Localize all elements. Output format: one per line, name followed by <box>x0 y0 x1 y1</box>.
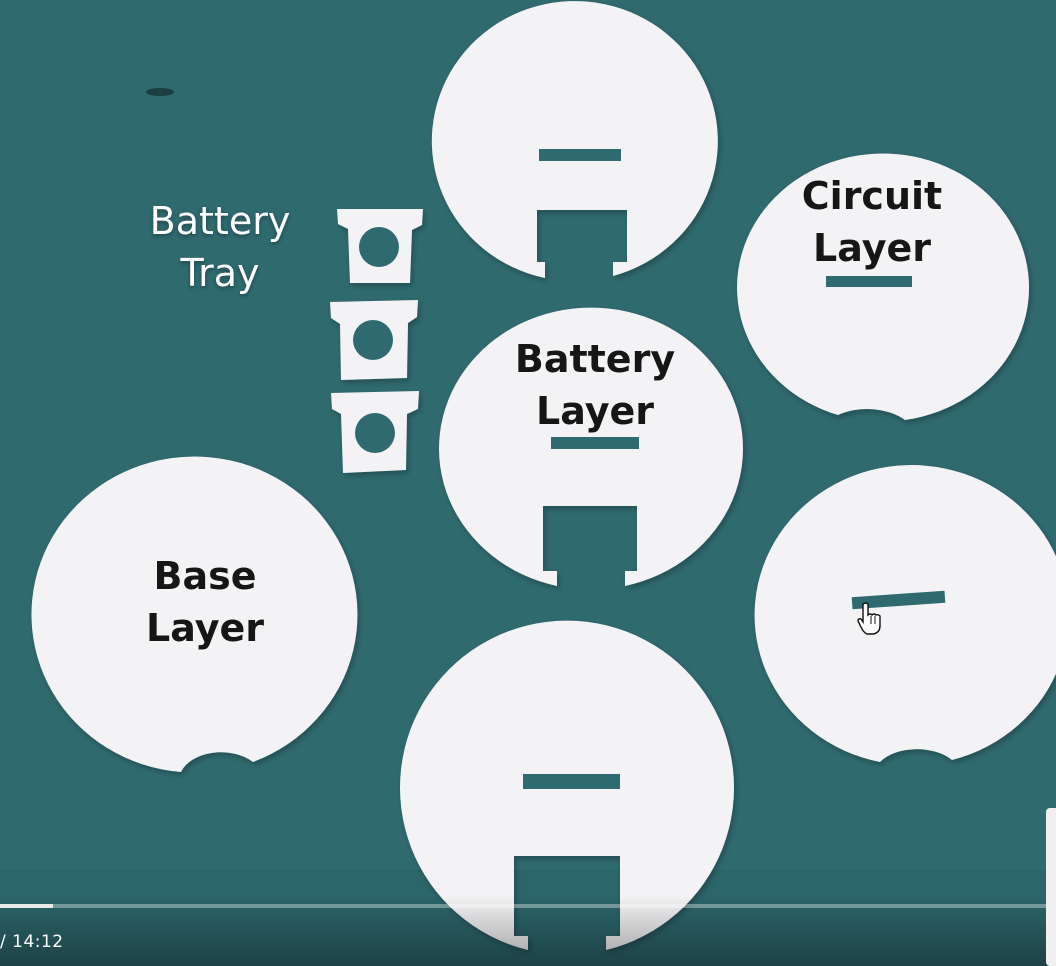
circuit-layer-label-line1: Circuit <box>801 174 943 218</box>
base-layer-label-line1: Base <box>153 554 257 598</box>
right-lower-disc <box>754 465 1056 762</box>
battery-tray-piece-1 <box>337 209 423 283</box>
circuit-layer-label-line2: Layer <box>813 226 931 270</box>
progress-bar[interactable] <box>0 904 1056 908</box>
circuit-layer-disc <box>737 153 1030 421</box>
base-layer-disc <box>31 456 358 772</box>
time-display: / 14:12 <box>0 932 64 952</box>
player-controls <box>0 895 1056 966</box>
battery-layer-label: Battery Layer <box>505 333 685 437</box>
battery-tray-label-line1: Battery <box>149 199 291 243</box>
base-layer-label-line2: Layer <box>146 606 264 650</box>
battery-tray-label: Battery Tray <box>130 195 310 299</box>
battery-tray-piece-2 <box>330 300 418 380</box>
mat-mark <box>146 88 174 96</box>
bottom-disc <box>400 620 734 950</box>
battery-layer-label-line1: Battery <box>514 337 676 381</box>
circuit-layer-label: Circuit Layer <box>790 170 954 274</box>
base-layer-label: Base Layer <box>130 550 280 654</box>
battery-layer-disc <box>439 307 743 586</box>
battery-tray-label-line2: Tray <box>180 251 260 295</box>
side-panel-tab[interactable] <box>1046 808 1056 966</box>
battery-tray-piece-3 <box>331 391 419 473</box>
top-layer-disc <box>431 1 718 278</box>
progress-bar-played <box>0 904 53 908</box>
hand-pointer-icon <box>857 602 881 635</box>
battery-layer-label-line2: Layer <box>536 389 654 433</box>
